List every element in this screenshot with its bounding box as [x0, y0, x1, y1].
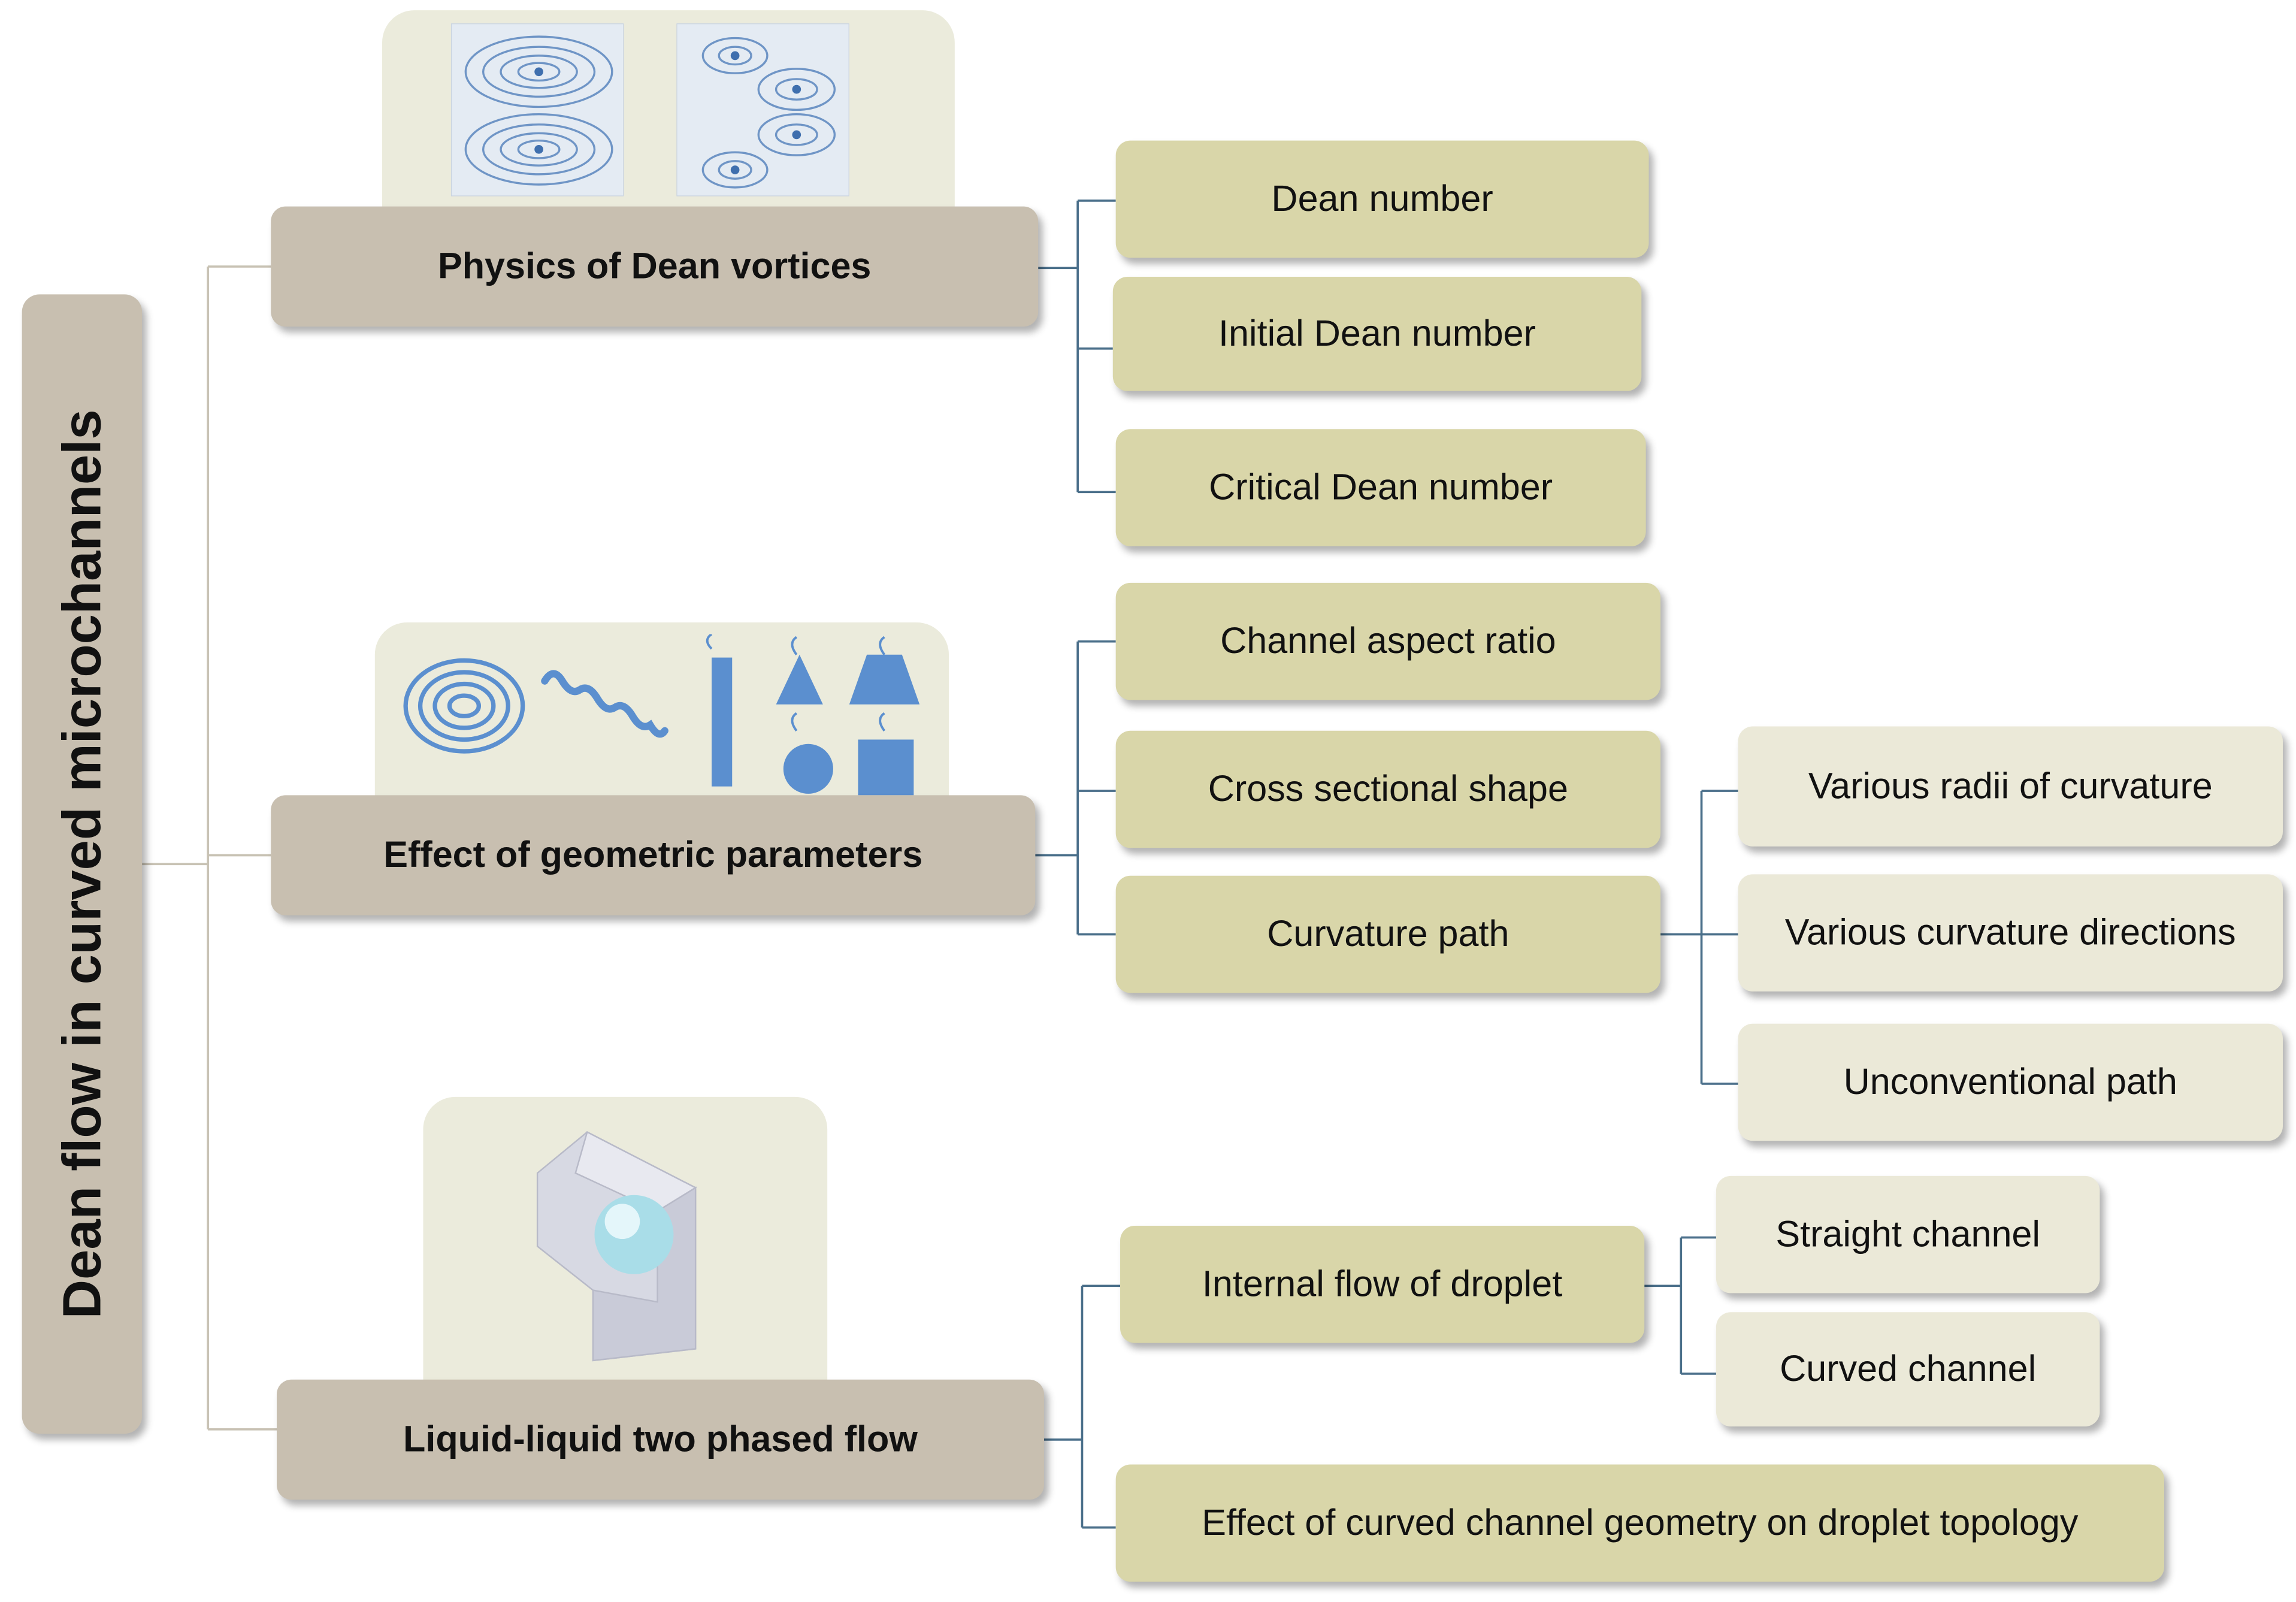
serpentine-channel-icon	[541, 670, 668, 738]
vortex-streamline-image	[450, 23, 624, 197]
node-label: Cross sectional shape	[1208, 768, 1569, 809]
spiral-channel-icon	[403, 658, 525, 754]
node-curved-channel: Curved channel	[1716, 1312, 2100, 1426]
node-internal-flow-droplet: Internal flow of droplet	[1120, 1226, 1645, 1343]
node-label: Curvature path	[1267, 913, 1510, 954]
node-label: Various radii of curvature	[1808, 765, 2213, 806]
node-label: Effect of curved channel geometry on dro…	[1202, 1501, 2079, 1543]
node-initial-dean-number: Initial Dean number	[1112, 277, 1642, 391]
node-label: Internal flow of droplet	[1202, 1263, 1563, 1304]
geometry-image-panel	[374, 622, 949, 802]
branch-geometric-parameters: Effect of geometric parameters	[271, 795, 1036, 915]
node-channel-aspect-ratio: Channel aspect ratio	[1115, 582, 1661, 700]
node-label: Unconventional path	[1843, 1061, 2177, 1102]
root-label: Dean flow in curved microchannels	[51, 409, 111, 1319]
branch-connectors	[1035, 200, 1738, 1529]
node-curvature-path: Curvature path	[1115, 875, 1661, 993]
node-label: Critical Dean number	[1209, 466, 1553, 508]
node-label: Curved channel	[1780, 1348, 2037, 1389]
root-node: Dean flow in curved microchannels	[22, 294, 143, 1434]
branch-label: Effect of geometric parameters	[383, 834, 923, 875]
node-various-directions: Various curvature directions	[1738, 874, 2283, 992]
branch-label: Liquid-liquid two phased flow	[403, 1418, 918, 1459]
node-droplet-topology: Effect of curved channel geometry on dro…	[1115, 1464, 2164, 1582]
node-unconventional-path: Unconventional path	[1738, 1023, 2283, 1141]
vortex-image-panel	[382, 10, 955, 213]
root-connectors	[142, 265, 277, 1431]
node-critical-dean-number: Critical Dean number	[1115, 429, 1646, 546]
secondary-vortex-image	[676, 23, 849, 197]
node-label: Channel aspect ratio	[1220, 620, 1556, 661]
branch-two-phase-flow: Liquid-liquid two phased flow	[277, 1379, 1044, 1500]
node-label: Initial Dean number	[1218, 312, 1536, 354]
node-cross-sectional-shape: Cross sectional shape	[1115, 730, 1661, 848]
droplet-image-panel	[423, 1096, 828, 1385]
node-straight-channel: Straight channel	[1716, 1175, 2100, 1293]
cross-section-shapes-icon	[706, 634, 920, 796]
branch-physics-dean-vortices: Physics of Dean vortices	[271, 206, 1039, 327]
droplet-in-channel-image	[536, 1131, 697, 1362]
node-label: Dean number	[1271, 178, 1493, 219]
node-dean-number: Dean number	[1115, 140, 1649, 258]
node-label: Straight channel	[1775, 1213, 2041, 1255]
branch-label: Physics of Dean vortices	[437, 245, 872, 286]
node-various-radii: Various radii of curvature	[1738, 726, 2283, 847]
node-label: Various curvature directions	[1784, 911, 2236, 953]
